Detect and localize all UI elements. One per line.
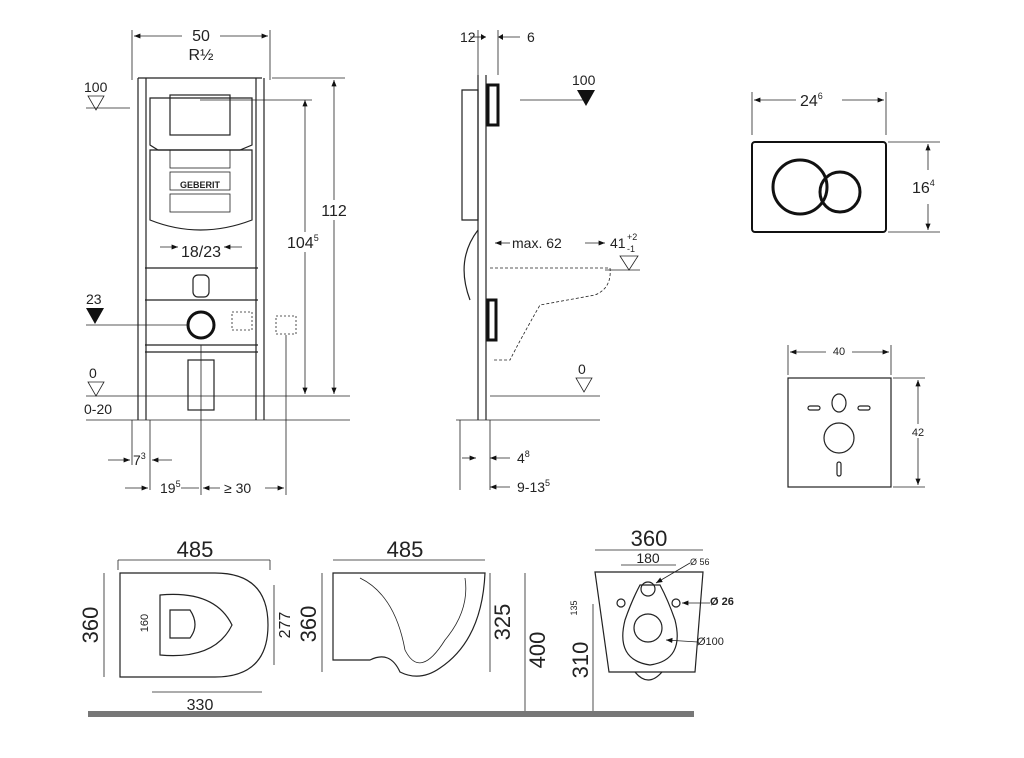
span-label: 18/23 <box>181 244 221 261</box>
bowl-back-view: 360 180 Ø 56 Ø 26 Ø100 135 310 <box>568 526 734 712</box>
level-100: 100 <box>84 79 108 95</box>
side-level-100: 100 <box>572 72 596 88</box>
tolerance-lower: -1 <box>627 244 635 254</box>
plate-width: 246 <box>800 91 823 110</box>
level-23: 23 <box>86 291 102 307</box>
max-62: max. 62 <box>512 235 562 251</box>
side-325: 325 <box>490 604 515 641</box>
dia-100: Ø100 <box>697 636 724 648</box>
frame-front-view: 50 R½ GEBERIT 18/23 100 23 0 0-20 112 10… <box>84 27 350 496</box>
bowl-top-view: 485 360 160 277 330 <box>78 537 294 714</box>
sound-mat: 40 42 <box>787 343 928 488</box>
range-0-20: 0-20 <box>84 401 112 417</box>
side-length: 485 <box>387 537 424 562</box>
back-holes: 180 <box>636 550 660 566</box>
mat-width: 40 <box>833 346 845 358</box>
top-holes: 160 <box>139 614 151 632</box>
top-inner: 277 <box>277 612 294 639</box>
level-0: 0 <box>89 365 97 381</box>
thread-label: R½ <box>189 47 214 64</box>
plate-height: 164 <box>912 178 935 197</box>
height-112: 112 <box>321 203 347 220</box>
frame-side-view: 12 6 100 max. 62 41 +2 -1 0 48 9-135 <box>456 29 640 495</box>
tolerance-upper: +2 <box>627 232 637 242</box>
dia-56: Ø 56 <box>690 557 710 567</box>
side-height: 360 <box>296 606 321 643</box>
top-seat: 330 <box>187 697 214 714</box>
back-width: 360 <box>631 526 668 551</box>
flush-plate: 246 164 <box>751 91 940 233</box>
dim-7-3: 73 <box>133 451 146 468</box>
height-41: 41 <box>610 235 626 251</box>
height-104-5: 1045 <box>287 233 319 252</box>
back-135: 135 <box>569 600 579 615</box>
top-length: 485 <box>177 537 214 562</box>
brand-logo: GEBERIT <box>180 180 221 190</box>
dim-30: ≥ 30 <box>224 480 251 496</box>
top-width: 360 <box>78 607 103 644</box>
dim-19-5: 195 <box>160 479 181 496</box>
mat-height: 42 <box>912 427 924 439</box>
dim-4-8: 48 <box>517 449 530 466</box>
side-level-0: 0 <box>578 361 586 377</box>
dim-6: 6 <box>527 29 535 45</box>
width-label: 50 <box>192 28 210 45</box>
side-400: 400 <box>525 632 550 669</box>
dim-12: 12 <box>460 29 476 45</box>
back-310: 310 <box>568 642 593 679</box>
dim-9-13-5: 9-135 <box>517 478 550 495</box>
dia-26: Ø 26 <box>710 596 734 608</box>
bowl-side-view: 485 360 325 400 <box>296 537 550 712</box>
floor-line <box>88 711 694 717</box>
